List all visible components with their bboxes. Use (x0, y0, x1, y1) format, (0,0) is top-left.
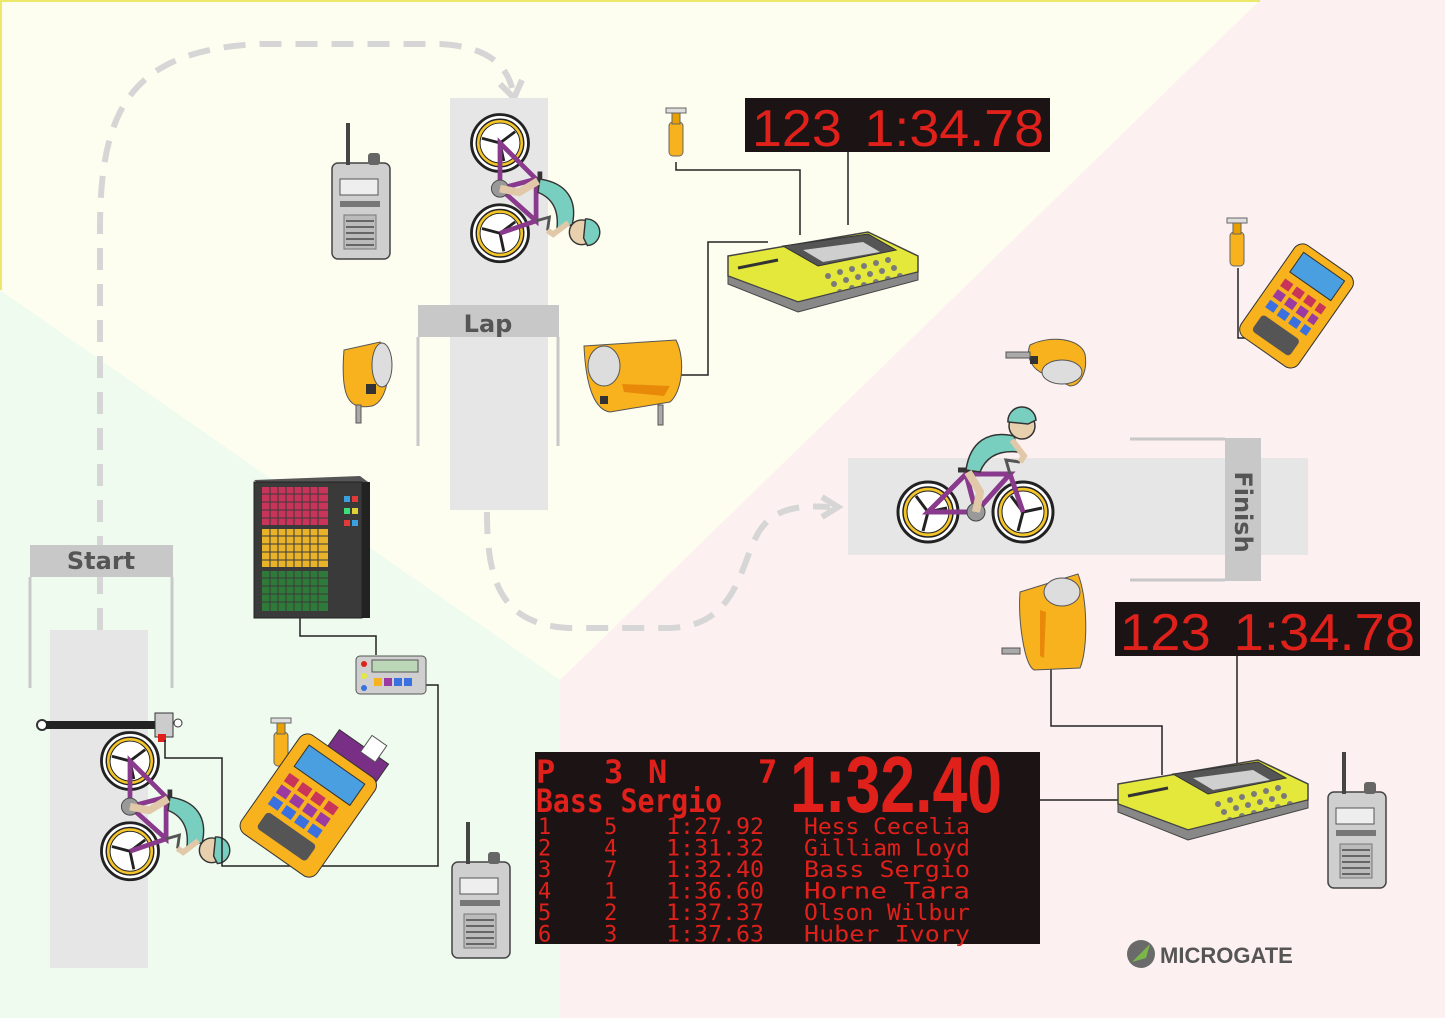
photocell-finish-top (1005, 338, 1087, 387)
results-row-pos: 6 (538, 923, 551, 948)
results-row-time: 1:31.32 (666, 837, 764, 862)
photocell-lap-left (342, 341, 393, 424)
results-row-bib: 1 (604, 880, 617, 905)
finish-gate: Finish (1130, 437, 1261, 582)
scoreboard-rack (253, 476, 370, 619)
results-row-bib: 3 (604, 923, 617, 948)
microgate-logo-text: MICROGATE (1160, 943, 1293, 968)
results-led-board: P 3 N 7 Bass Sergio 1:32.40 1 5 1:27.92 Hes… (535, 740, 1040, 948)
lap-board-bib: 123 (752, 100, 842, 158)
results-row-time: 1:37.63 (666, 923, 764, 948)
lap-gate: Lap (416, 305, 560, 446)
results-row-name: Horne Tara (804, 880, 970, 905)
results-row-bib: 2 (604, 901, 617, 926)
results-row-bib: 5 (604, 815, 617, 840)
results-row-time: 1:37.37 (666, 901, 764, 926)
results-row-name: Huber Ivory (804, 923, 970, 948)
results-row-pos: 4 (538, 880, 551, 905)
results-row-name: Hess Cecelia (804, 815, 970, 840)
route-arrow-lap-to-finish (484, 503, 831, 631)
results-row-pos: 2 (538, 837, 551, 862)
results-row-bib: 7 (604, 858, 617, 883)
interface-box (355, 655, 427, 695)
route-arrow-start-to-lap (97, 41, 515, 630)
handheld-timer-finish (1239, 243, 1354, 369)
lap-led-board: 123 1:34.78 (745, 98, 1050, 158)
results-header-n-value: 7 (758, 753, 777, 791)
results-header-pos: P (536, 753, 555, 791)
start-gate-label: Start (67, 547, 135, 575)
microgate-logo: MICROGATE (1127, 940, 1293, 968)
results-table: 1 5 1:27.92 Hess Cecelia 2 4 1:31.32 Gilliam Lo… (538, 815, 970, 948)
photocell-finish-bottom (1001, 573, 1087, 671)
results-row-name: Gilliam Loyd (804, 837, 970, 862)
results-row-time: 1:32.40 (666, 858, 764, 883)
lap-gate-label: Lap (464, 310, 513, 338)
results-header-pos-value: 3 (604, 753, 623, 791)
results-row-time: 1:27.92 (666, 815, 764, 840)
results-row-pos: 1 (538, 815, 551, 840)
results-row-bib: 4 (604, 837, 617, 862)
photocell-lap-right (583, 339, 683, 426)
results-row-pos: 5 (538, 901, 551, 926)
results-row-time: 1:36.60 (666, 880, 764, 905)
results-row-pos: 3 (538, 858, 551, 883)
results-big-time: 1:32.40 (790, 740, 1002, 829)
results-current-name: Bass Sergio (536, 782, 722, 820)
finish-led-board: 123 1:34.78 (1115, 602, 1420, 662)
results-row-name: Olson Wilbur (804, 901, 970, 926)
finish-gate-label: Finish (1229, 471, 1257, 552)
handheld-timer-printer (239, 728, 390, 878)
wiring (164, 150, 1270, 867)
start-wand (36, 712, 183, 742)
finish-board-time: 1:34.78 (1234, 604, 1415, 662)
results-row-name: Bass Sergio (804, 858, 970, 883)
start-gate: Start (28, 545, 174, 688)
finish-board-bib: 123 (1120, 604, 1211, 662)
results-header-n: N (648, 753, 667, 791)
lap-board-time: 1:34.78 (865, 100, 1044, 158)
